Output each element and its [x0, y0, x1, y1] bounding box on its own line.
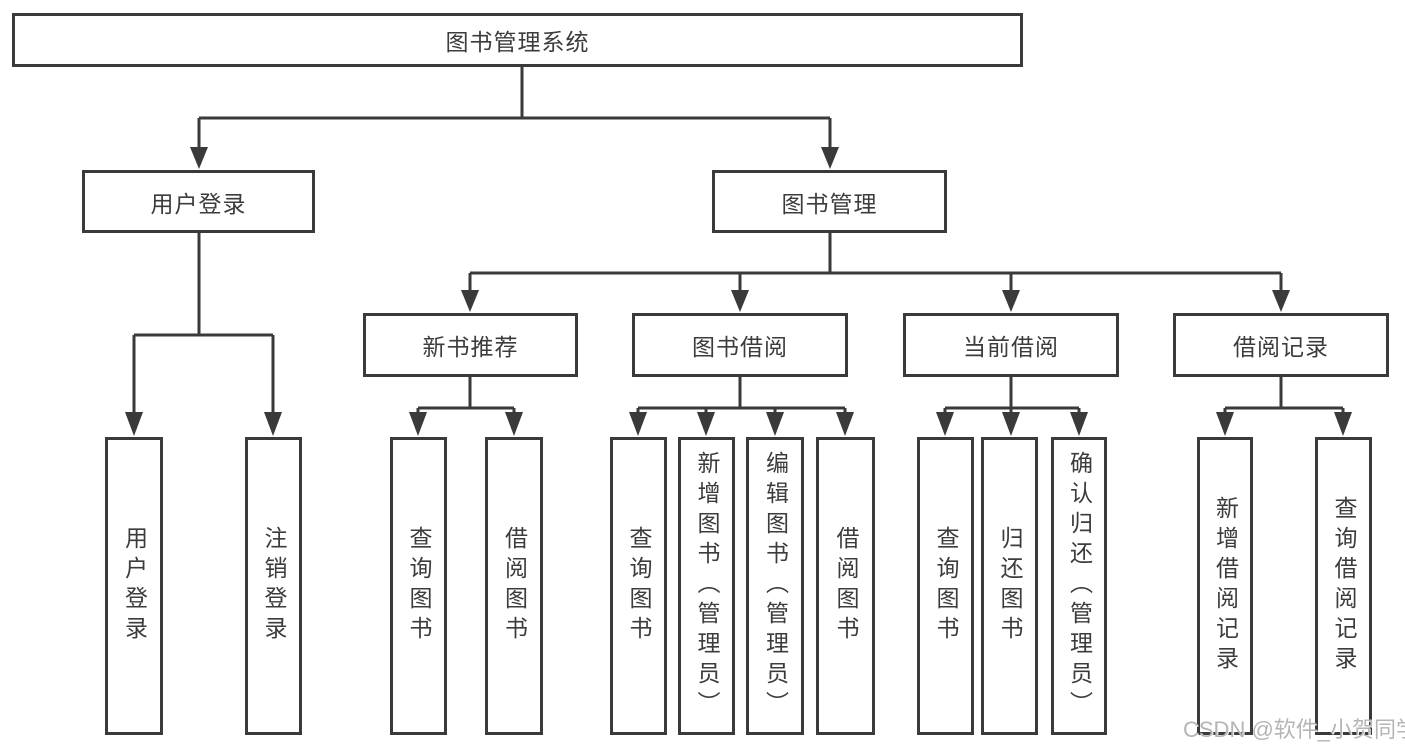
leaf-confirm-return-admin-label: 确认归还（管理员） — [1066, 451, 1093, 721]
node-new-book-recommend: 新书推荐 — [363, 313, 578, 377]
node-new-book-recommend-label: 新书推荐 — [422, 334, 519, 360]
node-borrow-records-label: 借阅记录 — [1233, 334, 1329, 360]
leaf-query-borrow-record: 查询借阅记录 — [1315, 437, 1372, 735]
leaf-query-books-recommend-label: 查询图书 — [406, 526, 432, 646]
leaf-edit-books-admin: 编辑图书（管理员） — [746, 437, 804, 735]
node-user-login-label: 用户登录 — [150, 190, 247, 217]
node-book-management-label: 图书管理 — [781, 190, 878, 217]
leaf-user-login-label: 用户登录 — [121, 526, 148, 646]
leaf-logout-label: 注销登录 — [261, 526, 287, 646]
leaf-query-books-borrow: 查询图书 — [610, 437, 667, 735]
leaf-add-books-admin: 新增图书（管理员） — [678, 437, 735, 735]
leaf-return-books-label: 归还图书 — [997, 526, 1023, 646]
node-user-login: 用户登录 — [82, 170, 315, 233]
csdn-watermark: CSDN @软件_小贺同学 — [1183, 717, 1405, 742]
leaf-borrow-books-label: 借阅图书 — [833, 526, 859, 646]
node-root-system: 图书管理系统 — [12, 13, 1023, 67]
node-root-system-label: 图书管理系统 — [445, 29, 590, 55]
leaf-query-books-borrow-label: 查询图书 — [626, 526, 652, 646]
leaf-query-borrow-record-label: 查询借阅记录 — [1331, 496, 1357, 676]
leaf-add-borrow-record-label: 新增借阅记录 — [1212, 496, 1239, 676]
leaf-logout: 注销登录 — [245, 437, 302, 735]
leaf-confirm-return-admin: 确认归还（管理员） — [1051, 437, 1107, 735]
node-current-borrow-label: 当前借阅 — [963, 334, 1059, 360]
leaf-edit-books-admin-label: 编辑图书（管理员） — [762, 451, 789, 721]
leaf-query-books-current: 查询图书 — [917, 437, 974, 735]
leaf-borrow-books: 借阅图书 — [816, 437, 875, 735]
leaf-query-books-recommend: 查询图书 — [390, 437, 447, 735]
node-book-borrow: 图书借阅 — [632, 313, 848, 377]
leaf-add-books-admin-label: 新增图书（管理员） — [694, 451, 720, 721]
leaf-return-books: 归还图书 — [981, 437, 1038, 735]
leaf-add-borrow-record: 新增借阅记录 — [1197, 437, 1253, 735]
node-book-borrow-label: 图书借阅 — [692, 334, 788, 360]
node-book-management: 图书管理 — [712, 170, 947, 233]
leaf-query-books-current-label: 查询图书 — [933, 526, 959, 646]
node-borrow-records: 借阅记录 — [1173, 313, 1389, 377]
leaf-borrow-books-recommend-label: 借阅图书 — [501, 526, 528, 646]
leaf-user-login: 用户登录 — [105, 437, 163, 735]
node-current-borrow: 当前借阅 — [903, 313, 1119, 377]
leaf-borrow-books-recommend: 借阅图书 — [485, 437, 543, 735]
